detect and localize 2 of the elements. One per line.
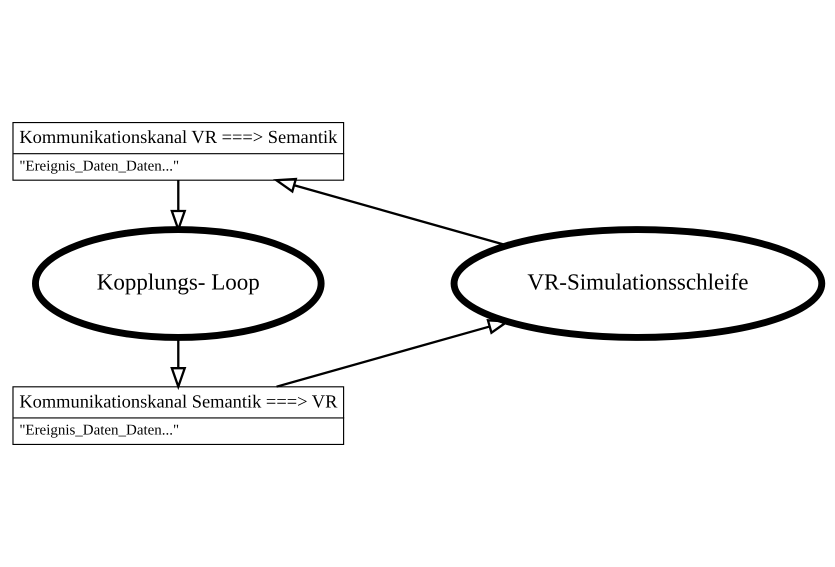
node-ellipse: Kopplungs- Loop <box>32 226 325 341</box>
node-ellipse: VR-Simulationsschleife <box>450 226 826 341</box>
